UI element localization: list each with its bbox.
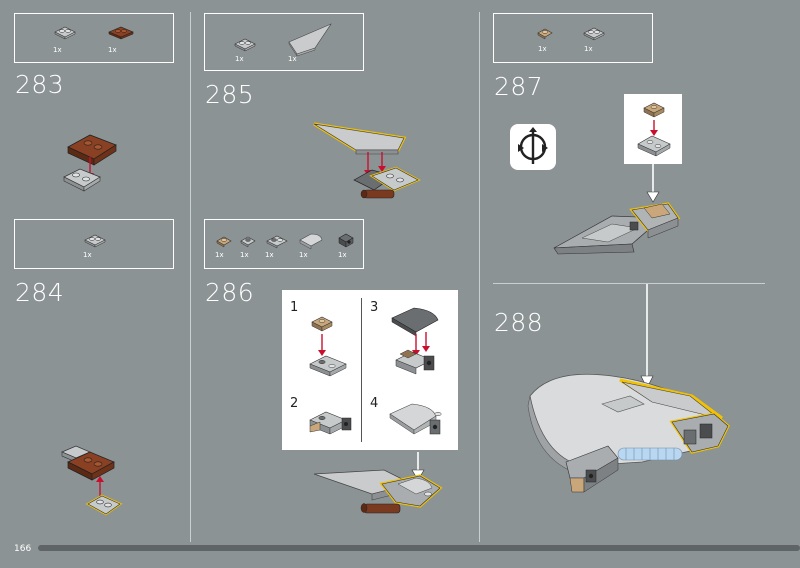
part-qty: 1x — [338, 251, 347, 259]
parts-list-286: 1x 1x 1x 1x 1x — [204, 219, 364, 269]
part-light-gray-plate — [240, 236, 256, 248]
part-qty: 1x — [288, 55, 297, 63]
part-tan-plate — [537, 28, 553, 40]
rotate-model-icon — [510, 124, 556, 170]
part-qty: 1x — [215, 251, 224, 259]
substep-callout: 1 2 3 4 — [282, 290, 458, 450]
substep-illustration-3 — [391, 307, 439, 375]
build-illustration-284 — [61, 445, 123, 516]
step-number-286: 286 — [205, 278, 255, 307]
substep-number-2: 2 — [290, 396, 299, 411]
substep-number-1: 1 — [290, 300, 299, 315]
row-divider-287-288 — [493, 283, 765, 284]
part-qty: 1x — [299, 251, 308, 259]
part-qty: 1x — [538, 45, 547, 53]
column-divider-2 — [479, 12, 480, 542]
part-qty: 1x — [584, 45, 593, 53]
callout-divider — [361, 298, 362, 442]
part-light-gray-plate — [84, 234, 106, 248]
part-qty: 1x — [240, 251, 249, 259]
substep-illustration-4 — [389, 403, 442, 435]
parts-list-284: 1x — [14, 219, 174, 269]
step-number-287: 287 — [494, 72, 544, 101]
parts-list-285: 1x 1x — [204, 13, 364, 71]
step-number-283: 283 — [15, 70, 65, 99]
step-number-285: 285 — [205, 80, 255, 109]
substep-illustration-1 — [309, 316, 347, 377]
step-number-288: 288 — [494, 308, 544, 337]
page-progress-bar — [38, 545, 800, 551]
build-illustration-283 — [63, 134, 117, 192]
substep-callout-287 — [624, 94, 682, 164]
part-light-gray-plate — [54, 26, 76, 40]
part-qty: 1x — [235, 55, 244, 63]
build-illustration-285 — [313, 122, 421, 199]
part-qty: 1x — [265, 251, 274, 259]
trans-light-blue-ribbed-hose — [617, 447, 683, 461]
parts-list-283: 1x 1x — [14, 13, 174, 63]
substep-number-3: 3 — [370, 300, 379, 315]
part-dark-gray-bracket — [338, 233, 354, 248]
part-qty: 1x — [53, 46, 62, 54]
part-light-gray-plate-1x2 — [266, 235, 288, 249]
build-illustration-287 — [553, 202, 681, 255]
part-light-gray-plate — [234, 38, 256, 52]
part-curved-slope — [299, 233, 323, 250]
part-reddish-brown-plate — [108, 26, 134, 40]
part-wedge-slope — [288, 23, 332, 57]
part-qty: 1x — [83, 251, 92, 259]
parts-list-287: 1x 1x — [493, 13, 653, 63]
build-illustration-286 — [313, 469, 443, 514]
part-qty: 1x — [108, 46, 117, 54]
part-light-gray-plate — [583, 27, 605, 41]
callout-down-arrow-287 — [646, 164, 660, 203]
part-tan-plate — [216, 236, 232, 248]
build-illustration-288 — [527, 373, 730, 493]
column-divider-1 — [190, 12, 191, 542]
step-number-284: 284 — [15, 278, 65, 307]
page-number: 166 — [14, 544, 32, 554]
substep-number-4: 4 — [370, 396, 379, 411]
substep-illustration-2 — [309, 411, 352, 435]
